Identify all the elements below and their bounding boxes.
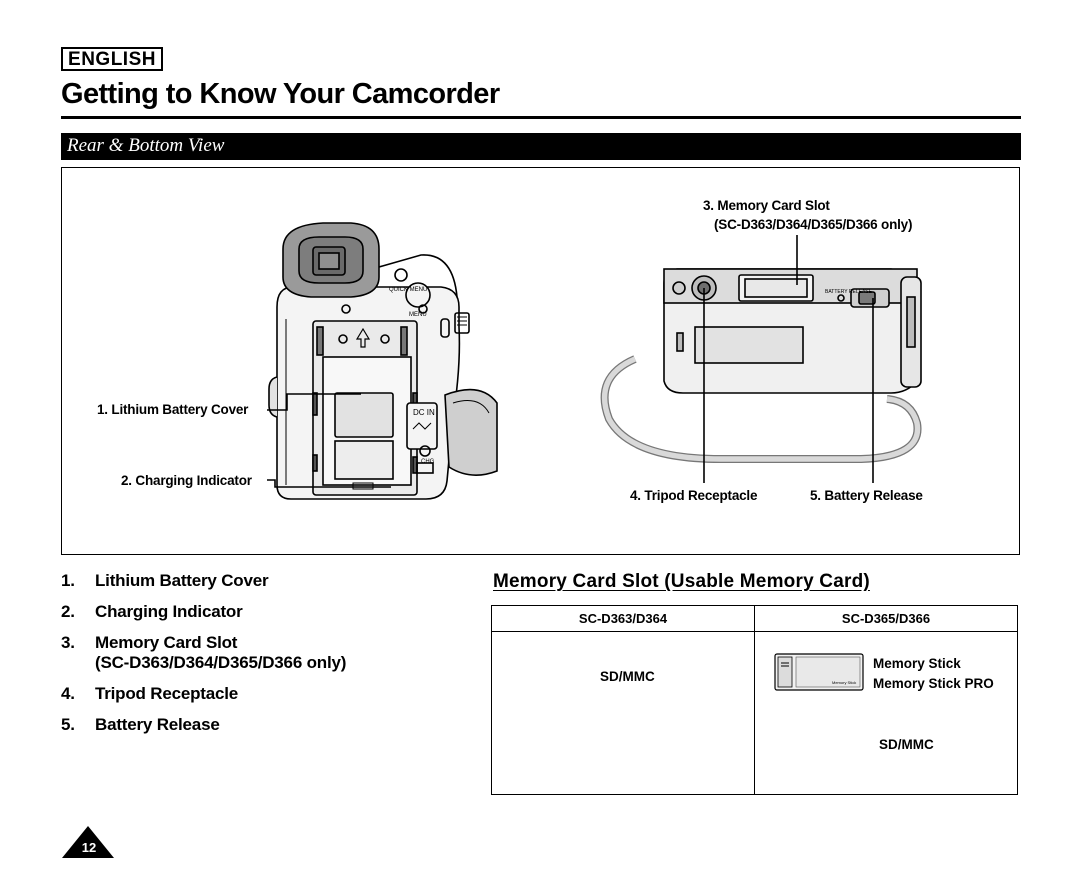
quick-label: QUICK MENU [389, 287, 427, 293]
list-sublabel: (SC-D363/D364/D365/D366 only) [95, 653, 347, 672]
camcorder-bottom-view [600, 268, 922, 463]
list-number: 2. [61, 602, 75, 621]
menu-label: MENU [409, 312, 427, 318]
memory-stick-icon: Memory Stick [774, 653, 864, 691]
battery-release-label: BATTERY RELEASE [825, 289, 873, 295]
list-label: Charging Indicator [95, 602, 243, 621]
camcorder-rear-view [268, 222, 498, 500]
list-item: 5. Battery Release [61, 715, 346, 735]
d365-sdmmc: SD/MMC [879, 737, 934, 752]
list-label: Tripod Receptacle [95, 684, 239, 703]
page-number: 12 [81, 840, 97, 855]
list-number: 5. [61, 715, 75, 734]
list-item: 4. Tripod Receptacle [61, 684, 346, 704]
list-item: 1. Lithium Battery Cover [61, 571, 346, 591]
callout-memory-card-slot: 3. Memory Card Slot [703, 198, 830, 213]
d363-sdmmc: SD/MMC [600, 669, 655, 684]
page-number-marker [62, 826, 114, 858]
memory-table-title: Memory Card Slot (Usable Memory Card) [493, 571, 870, 592]
list-label: Lithium Battery Cover [95, 571, 269, 590]
callout-battery-release: 5. Battery Release [810, 488, 923, 503]
dc-in-label: DC IN [413, 408, 435, 417]
callout-battery-cover: 1. Lithium Battery Cover [97, 402, 249, 417]
column-header-d363: SC-D363/D364 [578, 611, 668, 626]
section-title: Rear & Bottom View [67, 135, 225, 156]
column-header-d365: SC-D365/D366 [841, 611, 931, 626]
callout-charging-indicator: 2. Charging Indicator [121, 473, 252, 488]
header-divider [492, 631, 1017, 632]
parts-list: 1. Lithium Battery Cover 2. Charging Indic… [61, 571, 346, 746]
list-label: Memory Card Slot [95, 633, 238, 652]
figure-frame [61, 167, 1020, 555]
title-rule [61, 116, 1021, 119]
d365-memory-stick-pro: Memory Stick PRO [873, 676, 994, 691]
list-number: 1. [61, 571, 75, 590]
camcorder-illustration: QUICK MENU MENU DC IN CHG BATTERY RELEAS… [267, 222, 922, 500]
list-number: 4. [61, 684, 75, 703]
list-number: 3. [61, 633, 75, 652]
d365-memory-stick: Memory Stick [873, 656, 961, 671]
leader-lines [267, 235, 874, 488]
language-badge: ENGLISH [61, 47, 163, 71]
card-label: Memory Stick [832, 680, 856, 685]
chg-label: CHG [421, 459, 435, 465]
callout-memory-card-models: (SC-D363/D364/D365/D366 only) [714, 217, 913, 232]
memory-card-table: SC-D363/D364 SC-D365/D366 SD/MMC Memory … [491, 605, 1018, 795]
list-label: Battery Release [95, 715, 220, 734]
section-bar [61, 133, 1021, 160]
list-item: 2. Charging Indicator [61, 602, 346, 622]
page-title: Getting to Know Your Camcorder [61, 78, 500, 110]
callout-tripod-receptacle: 4. Tripod Receptacle [630, 488, 758, 503]
column-divider [754, 606, 755, 794]
list-item: 3. Memory Card Slot (SC-D363/D364/D365/D3… [61, 633, 346, 673]
